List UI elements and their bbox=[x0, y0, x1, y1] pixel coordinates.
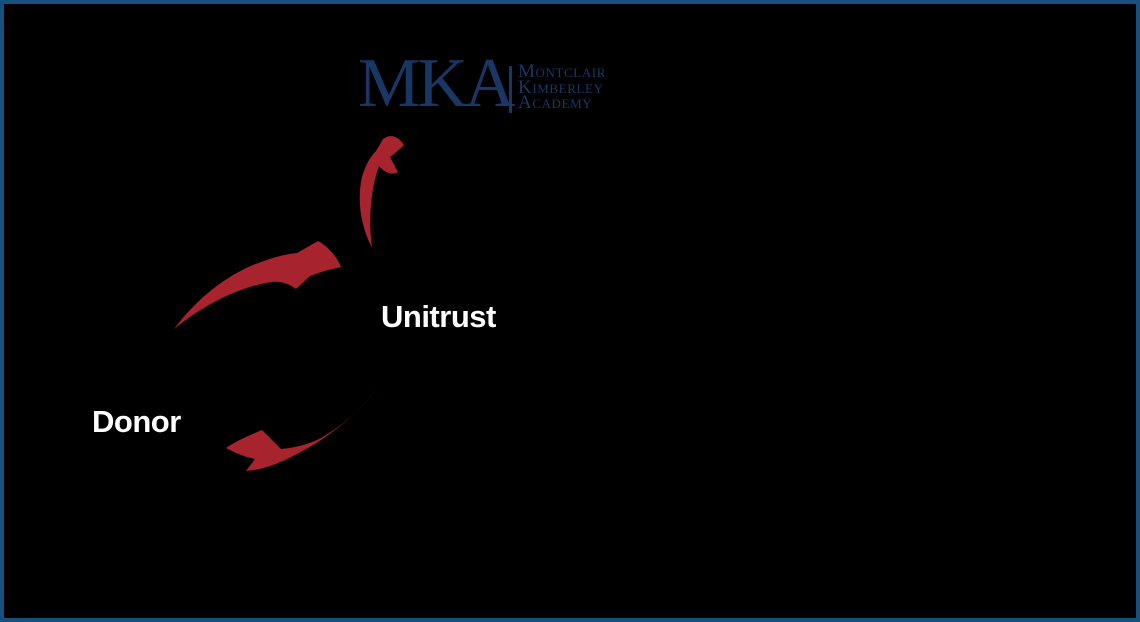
logo-wordmark-line-3: Academy bbox=[518, 92, 593, 113]
mka-monogram: MKA bbox=[358, 45, 515, 122]
logo-divider bbox=[509, 66, 512, 113]
arrow-donor-to-unitrust-icon bbox=[174, 241, 341, 329]
arrow-unitrust-to-donor-icon bbox=[226, 388, 377, 471]
logo-wordmark-line-2: Kimberley bbox=[518, 76, 604, 98]
logo-wordmark: Montclair Kimberley Academy bbox=[518, 61, 607, 113]
donor-label: Donor bbox=[92, 404, 181, 439]
arrow-unitrust-to-charity-icon bbox=[359, 136, 404, 248]
logo-wordmark-line-1: Montclair bbox=[518, 61, 607, 82]
unitrust-label: Unitrust bbox=[381, 299, 496, 334]
